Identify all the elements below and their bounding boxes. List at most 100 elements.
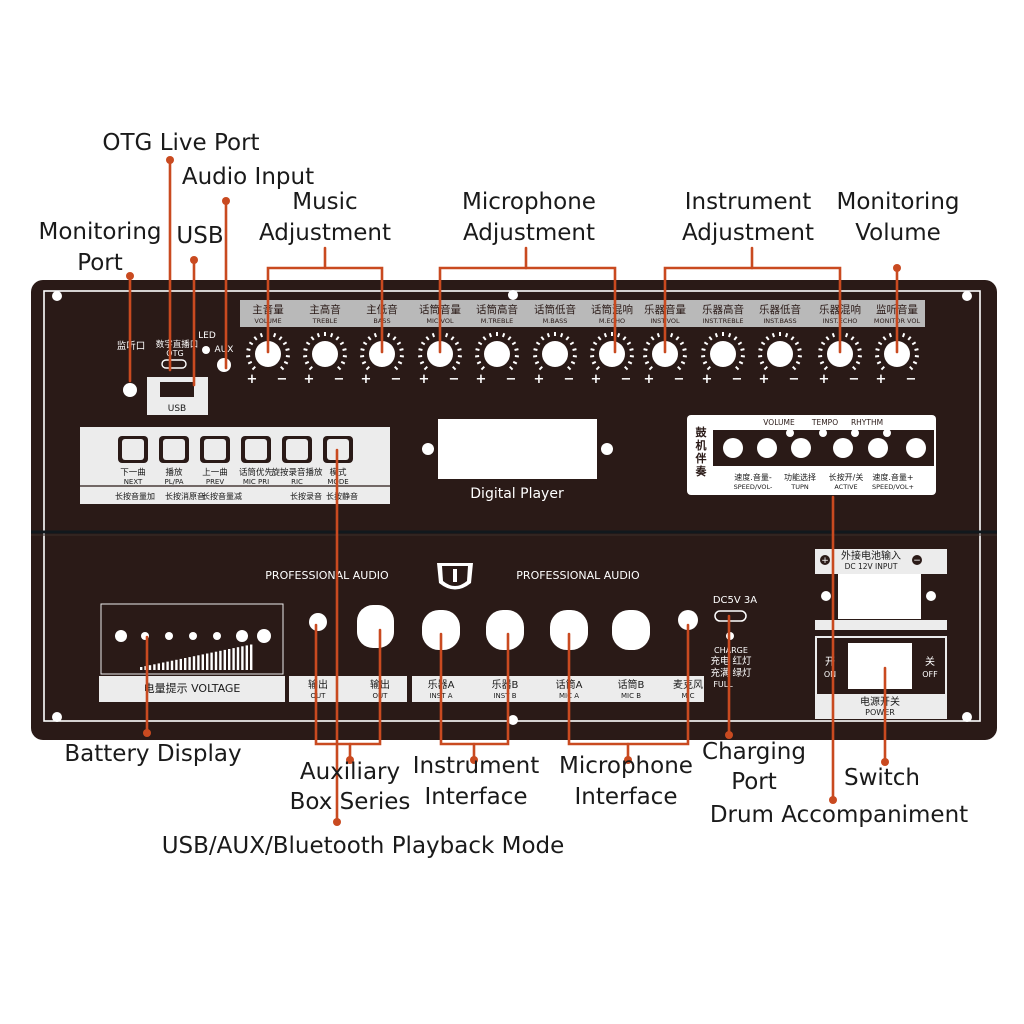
drum-button[interactable] [868, 438, 888, 458]
knob-tick [360, 348, 365, 351]
knob-tick [454, 341, 460, 346]
leader-dot [346, 756, 354, 764]
knob-cap[interactable] [767, 341, 793, 367]
knob-cap[interactable] [369, 341, 395, 367]
knob-cap[interactable] [484, 341, 510, 367]
knob-cap[interactable] [599, 341, 625, 367]
voltage-bar [219, 650, 222, 670]
player-button-face[interactable] [163, 439, 185, 460]
power-en: POWER [865, 708, 895, 717]
input-jack[interactable] [612, 610, 650, 650]
knob[interactable]: +− [818, 332, 862, 387]
knob[interactable]: +− [418, 332, 462, 387]
drum-button[interactable] [833, 438, 853, 458]
aux-label: AUX [215, 345, 234, 355]
drum-led [819, 429, 827, 437]
output-jack-large[interactable] [357, 605, 394, 648]
screw [422, 443, 434, 455]
knob-tick [882, 336, 887, 341]
drum-button[interactable] [723, 438, 743, 458]
usb-port[interactable] [160, 382, 194, 397]
otg-port[interactable] [161, 359, 187, 369]
knob-tick [854, 341, 860, 346]
knob-cap[interactable] [652, 341, 678, 367]
input-jack[interactable] [422, 610, 460, 650]
knob-cap[interactable] [312, 341, 338, 367]
knob[interactable]: +− [475, 332, 519, 387]
knob-tick [759, 360, 765, 365]
knob-tick [597, 336, 602, 341]
callout-inst-line2: Adjustment [682, 220, 814, 246]
callout-monitoring-port-line2: Port [77, 250, 123, 276]
knob[interactable]: +− [533, 332, 577, 387]
knob-tick [339, 341, 345, 346]
drum-top-label: TEMPO [811, 418, 838, 427]
knob[interactable]: +− [360, 332, 404, 387]
player-button-face[interactable] [245, 439, 267, 460]
battery-input-cn: 外接电池输入 [841, 549, 901, 562]
knob-label-en: M.ECHO [599, 317, 625, 325]
player-button-face[interactable] [204, 439, 226, 460]
leader-dot [126, 272, 134, 280]
knob-cap[interactable] [542, 341, 568, 367]
digital-player-label: Digital Player [470, 486, 564, 502]
knob[interactable]: +− [875, 332, 919, 387]
screw [926, 591, 936, 601]
callout-labels: OTG Live Port Audio Input Music Adjustme… [39, 130, 969, 859]
battery-display-panel: 电量提示 VOLTAGE [99, 602, 285, 702]
voltage-bar [153, 664, 156, 670]
output-jack-small[interactable] [309, 613, 327, 631]
charge-port[interactable] [714, 610, 747, 622]
drum-button[interactable] [906, 438, 926, 458]
drum-button[interactable] [791, 438, 811, 458]
knob-minus: − [906, 372, 917, 387]
knob-tick [303, 348, 308, 351]
aux-jack[interactable] [217, 358, 231, 372]
power-switch[interactable] [848, 643, 912, 689]
knob-tick [308, 366, 313, 371]
knob-tick [823, 366, 828, 371]
voltage-bar [206, 653, 209, 670]
knob-tick [728, 332, 732, 338]
knob-tick [880, 366, 885, 371]
knob-tick [282, 341, 288, 346]
player-note: 长按音量减 [202, 491, 242, 501]
knob-cap[interactable] [884, 341, 910, 367]
knob-tick [452, 366, 457, 371]
knob[interactable]: +− [758, 332, 802, 387]
svg-text:+: + [821, 556, 829, 566]
knob-tick [677, 366, 682, 371]
knob-cap[interactable] [255, 341, 281, 367]
knob-tick [248, 341, 254, 346]
input-jack[interactable] [550, 610, 588, 650]
drum-button[interactable] [757, 438, 777, 458]
knob-tick [740, 348, 745, 351]
knob-tick [794, 341, 800, 346]
drum-title-char: 奏 [695, 464, 708, 478]
player-button-cn: 话筒优先 [239, 467, 274, 478]
knob-cap[interactable] [827, 341, 853, 367]
knob[interactable]: +− [246, 332, 290, 387]
knob[interactable]: +− [701, 332, 745, 387]
drum-title-char: 机 [696, 438, 707, 452]
input-jack[interactable] [678, 610, 698, 630]
callout-audio-input: Audio Input [182, 164, 314, 190]
input-jack[interactable] [486, 610, 524, 650]
callout-battery-display: Battery Display [64, 741, 241, 767]
voltage-bar [148, 665, 152, 670]
knob-tick [509, 366, 514, 371]
knob-tick [316, 332, 320, 338]
player-button-face[interactable] [122, 439, 144, 460]
knob-cap[interactable] [427, 341, 453, 367]
callout-charging-line2: Port [731, 769, 777, 795]
callout-inst-if-line1: Instrument [413, 753, 540, 779]
knob[interactable]: +− [303, 332, 347, 387]
knob[interactable]: +− [643, 332, 687, 387]
player-button-face[interactable] [286, 439, 308, 460]
knob-cap[interactable] [710, 341, 736, 367]
knob[interactable]: +− [590, 332, 634, 387]
monitor-jack[interactable] [123, 383, 137, 397]
battery-input-socket[interactable] [838, 574, 921, 619]
knob-tick [396, 341, 402, 346]
